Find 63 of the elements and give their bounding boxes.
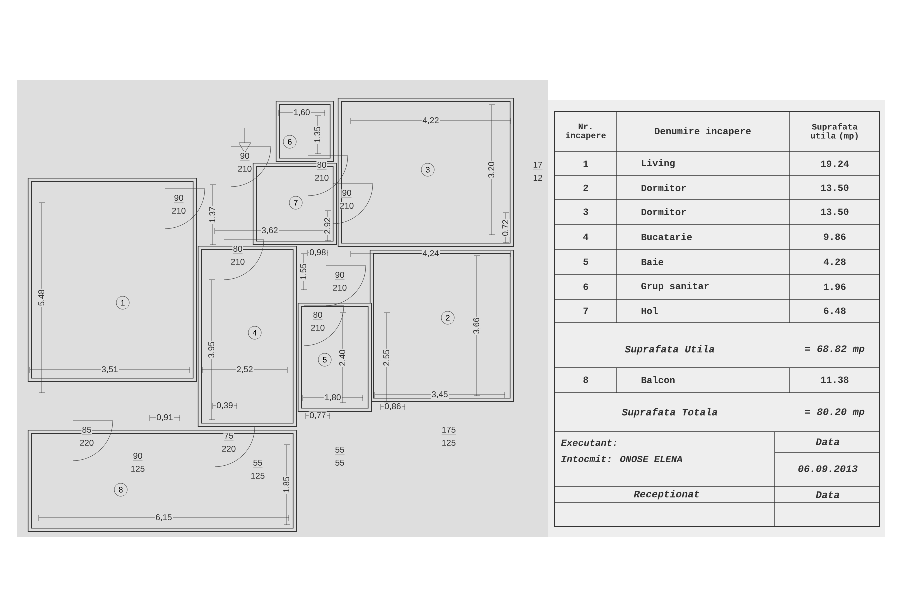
area-value: 19.24: [821, 160, 849, 168]
total-value: = 68.82 mp: [805, 346, 865, 354]
dimension-label: 2,52: [236, 366, 254, 374]
area-value: 13.50: [821, 184, 849, 192]
dimension-label: 3,95: [208, 340, 216, 360]
room-number: 2: [584, 184, 588, 192]
dimension-label: 3,45: [430, 390, 450, 400]
dimension-label: 0,86: [384, 402, 402, 412]
signature-text: Executant:: [561, 440, 617, 446]
room-name: Bucatarie: [642, 234, 692, 240]
column-header: Suprafata utila (mp): [811, 123, 858, 141]
dimension-label: 2,40: [338, 348, 348, 368]
column-header: Denumire incapere: [655, 128, 751, 136]
room-name: Dormitor: [642, 208, 686, 216]
date-label: Data: [816, 492, 840, 498]
room-name: Grup sanitar: [642, 282, 709, 292]
date-label: Data: [816, 438, 840, 446]
room-name: Dormitor: [642, 184, 686, 192]
signature-text: Receptionat: [634, 490, 700, 500]
dimension-label: 4,22: [422, 116, 440, 126]
room-number: 4: [583, 234, 589, 240]
dimension-label: 1,60: [292, 108, 312, 118]
dimension-label: 1,80: [324, 394, 342, 402]
date-text: 06.09.2013: [798, 466, 858, 472]
area-value: 4.28: [824, 258, 846, 266]
room-number: 1: [584, 160, 588, 168]
dimension-label: 0,98: [308, 248, 328, 258]
dimension-label: 1,55: [300, 262, 308, 282]
dimension-label: 4,24: [422, 250, 440, 258]
dimension-label: 3,20: [488, 160, 496, 180]
dimension-label: 2,55: [382, 348, 392, 368]
total-label: Suprafata Totala: [622, 408, 718, 418]
dimension-label: 3,51: [100, 366, 120, 374]
room-number: 8: [584, 376, 588, 384]
dimension-label: 6,15: [154, 514, 174, 522]
dimension-label: 3,62: [260, 226, 280, 236]
dimension-label: 1,37: [208, 206, 218, 224]
room-number: 3: [584, 208, 588, 216]
dimension-label: 3,66: [472, 316, 482, 336]
area-value: 1.96: [824, 284, 846, 290]
area-value: 13.50: [821, 208, 849, 216]
area-value: 11.38: [821, 376, 849, 384]
room-number: 7: [584, 308, 588, 314]
room-name: Baie: [642, 258, 664, 266]
area-value: 6.48: [824, 308, 846, 314]
room-number: 5: [584, 258, 588, 266]
room-name: Hol: [642, 308, 658, 314]
dimension-label: 1,85: [282, 476, 292, 494]
room-number: 6: [584, 284, 588, 290]
dimension-label: 0,91: [156, 414, 174, 422]
dimension-label: 1,35: [314, 126, 322, 144]
dimension-label: 5,48: [38, 288, 46, 308]
area-value: 9.86: [824, 234, 846, 240]
dimension-label: 0,39: [216, 402, 234, 410]
total-value: = 80.20 mp: [805, 408, 865, 418]
dimension-label: 0,72: [502, 218, 510, 238]
dimension-label: 0,77: [308, 412, 328, 420]
total-label: Suprafata Utila: [625, 345, 714, 355]
room-name: Living: [642, 160, 675, 168]
room-name: Balcon: [642, 376, 675, 384]
signature-text: Intocmit: ONOSE ELENA: [561, 456, 682, 462]
dimension-label: 2,92: [324, 216, 332, 236]
column-header: Nr. incapere: [566, 124, 606, 140]
